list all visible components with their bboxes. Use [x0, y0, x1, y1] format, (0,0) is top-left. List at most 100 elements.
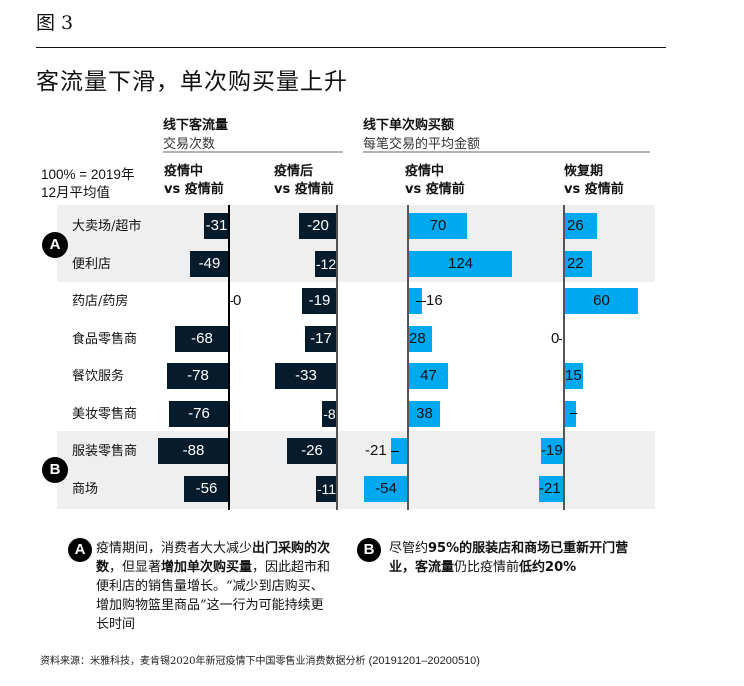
group-divider — [163, 151, 343, 153]
bar: -17 — [305, 326, 337, 352]
note-b: 尽管约95%的服装店和商场已重新开门营业，客流量仍比疫情前低约20% — [389, 539, 629, 577]
bar: -88 — [158, 438, 229, 464]
source-text: 资料来源：米雅科技，麦肯锡2020年新冠疫情下中国零售业消费数据分析 — [40, 656, 366, 667]
note-text: 仍比疫情前 — [454, 560, 520, 575]
bar: -76 — [169, 401, 229, 427]
group-title: 线下客流量 — [163, 118, 229, 133]
row-label: 药店/药房 — [72, 294, 129, 309]
figure-label: 图 3 — [36, 12, 74, 34]
source-range: (20191201–20200510) — [368, 655, 480, 667]
leader-line — [390, 450, 399, 452]
group-title: 线下单次购买额 — [363, 118, 455, 133]
group-header-basket: 线下单次购买额 每笔交易的平均金额 — [363, 114, 480, 152]
basis-note: 100% = 2019年 12月平均值 — [41, 166, 134, 202]
bar-value: 0 — [551, 330, 560, 347]
group-header-traffic: 线下客流量 交易次数 — [163, 114, 228, 152]
row-label: 美妆零售商 — [72, 407, 138, 422]
row-label: 便利店 — [72, 257, 112, 272]
note-text: ，因此超市和便利店的销售量增长。“减少到店购买、增加购物篮里商品”这一行为可能持… — [96, 560, 331, 632]
bar: 22 — [565, 251, 592, 277]
note-emphasis: 低约20% — [519, 560, 577, 575]
bar: 47 — [409, 363, 448, 389]
bar-value-zero: 0 — [551, 326, 563, 352]
column-header: 疫情中 vs 疫情前 — [405, 163, 465, 199]
bar: -21 — [539, 476, 564, 502]
basis-line: 12月平均值 — [41, 185, 111, 200]
bar-value-outside: 16 — [416, 288, 443, 314]
bar: 38 — [409, 401, 440, 427]
bar: -33 — [275, 363, 337, 389]
note-emphasis: 95%的服装店和商场已重新开门营业，客流量 — [389, 541, 629, 575]
column-header-line: vs 疫情前 — [164, 182, 224, 197]
bar: -19 — [302, 288, 337, 314]
note-text: ，但显著 — [109, 560, 162, 575]
row-label: 食品零售商 — [72, 332, 138, 347]
group-b-band — [57, 431, 655, 509]
bar-value: 16 — [426, 292, 443, 309]
basis-line: 100% = 2019年 — [41, 167, 135, 182]
group-divider — [363, 151, 650, 153]
note-a: 疫情期间，消费者大大减少出门采购的次数，但显著增加单次购买量，因此超市和便利店的… — [96, 539, 332, 634]
column-header-line: 疫情后 — [274, 164, 314, 179]
leader-line — [570, 413, 577, 414]
leader-line — [559, 338, 563, 340]
column-header: 疫情后 vs 疫情前 — [274, 163, 334, 199]
bar: -11 — [316, 476, 337, 502]
bar: -12 — [315, 251, 337, 277]
bar-value: -21 — [365, 442, 387, 459]
column-header: 恢复期 vs 疫情前 — [564, 163, 624, 199]
group-subtitle: 交易次数 — [163, 137, 216, 152]
chart-title: 客流量下滑，单次购买量上升 — [36, 69, 348, 95]
axis-line — [336, 205, 338, 510]
bar — [391, 438, 408, 464]
leader-line — [416, 300, 426, 302]
note-text: 尽管约 — [389, 541, 429, 556]
bar: 28 — [409, 326, 432, 352]
bar: -26 — [287, 438, 337, 464]
column-header-line: 疫情中 — [405, 164, 445, 179]
row-label: 大卖场/超市 — [72, 219, 142, 234]
column-header-line: 疫情中 — [164, 164, 204, 179]
bar: -56 — [184, 476, 229, 502]
bar: 15 — [565, 363, 583, 389]
badge-b: B — [42, 457, 68, 483]
column-header-line: vs 疫情前 — [405, 182, 465, 197]
bar: -19 — [541, 438, 564, 464]
column-header-line: vs 疫情前 — [564, 182, 624, 197]
bar-value: 0 — [233, 292, 242, 309]
badge-a: A — [42, 232, 68, 258]
group-subtitle: 每笔交易的平均金额 — [363, 137, 481, 152]
source-note: 资料来源：米雅科技，麦肯锡2020年新冠疫情下中国零售业消费数据分析 (2019… — [40, 652, 480, 667]
note-badge-b: B — [357, 538, 381, 562]
axis-line — [407, 205, 409, 510]
group-a-band — [57, 205, 655, 282]
note-emphasis: 增加单次购买量 — [161, 560, 253, 575]
note-emphasis: 出门采购的次数 — [96, 541, 331, 575]
bar: 26 — [565, 213, 597, 239]
note-badge-a: A — [68, 538, 92, 562]
note-text: 疫情期间，消费者大大减少 — [96, 541, 253, 556]
bar — [565, 401, 577, 427]
bar: -31 — [204, 213, 229, 239]
bar: 70 — [409, 213, 467, 239]
bar: 124 — [409, 251, 512, 277]
leader-line — [230, 300, 233, 302]
bar: -49 — [190, 251, 229, 277]
bar: -20 — [299, 213, 337, 239]
bar — [409, 288, 422, 314]
bar: -54 — [364, 476, 408, 502]
column-header: 疫情中 vs 疫情前 — [164, 163, 224, 199]
column-header-line: vs 疫情前 — [274, 182, 334, 197]
row-label: 餐饮服务 — [72, 369, 125, 384]
top-divider — [36, 47, 666, 48]
column-header-line: 恢复期 — [564, 164, 604, 179]
axis-line — [228, 205, 230, 510]
bar: -68 — [175, 326, 229, 352]
row-label: 商场 — [72, 482, 99, 497]
bar-value-zero: 0 — [230, 288, 241, 314]
bar: 60 — [565, 288, 638, 314]
row-label: 服装零售商 — [72, 444, 138, 459]
bar: -78 — [167, 363, 229, 389]
bar-value-outside: -21 — [365, 438, 399, 464]
bar: -8 — [322, 401, 337, 427]
